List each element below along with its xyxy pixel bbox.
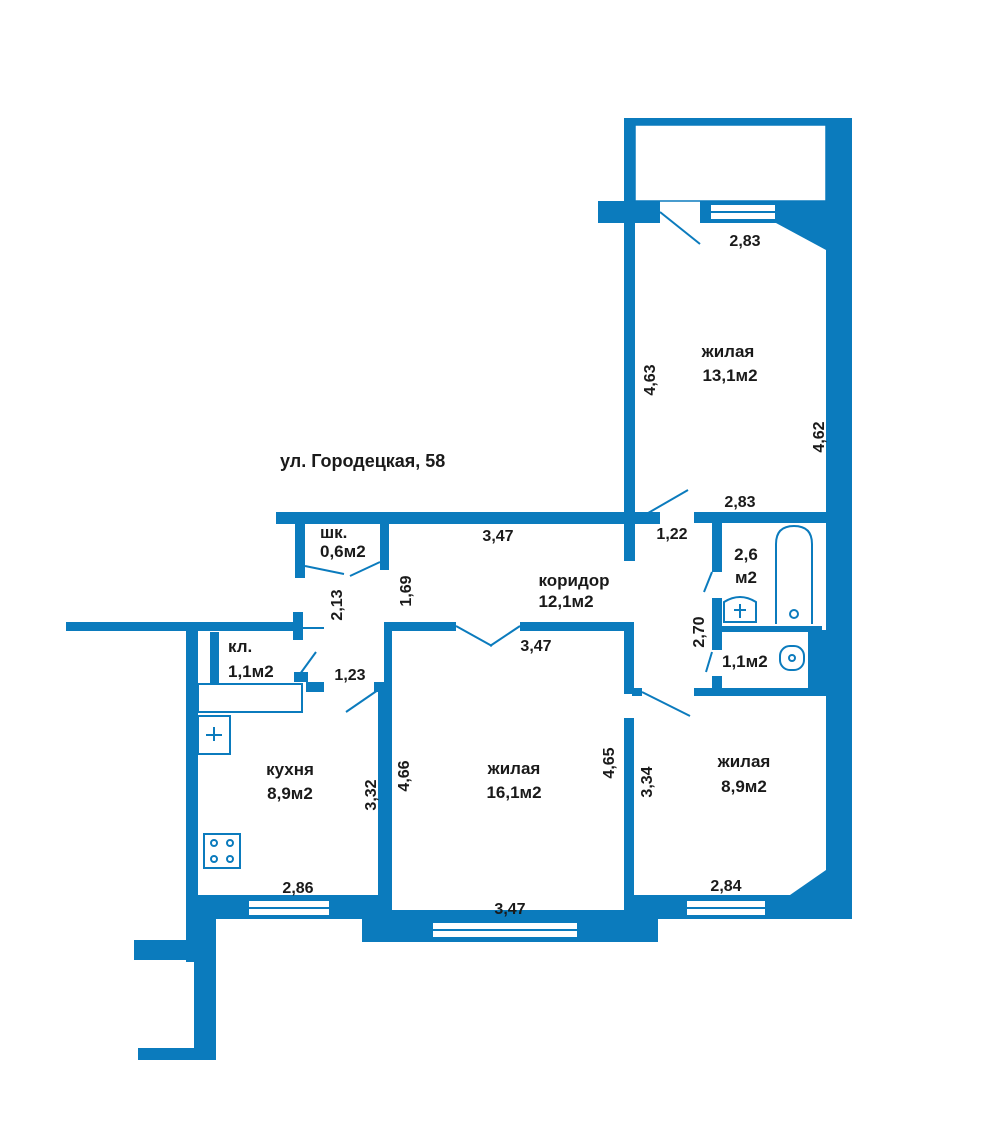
room-name-living-right: жилая: [717, 752, 771, 771]
wall-bath-top: [694, 512, 826, 523]
room-name-kitchen: кухня: [266, 760, 314, 779]
door-balcony: [659, 211, 701, 245]
door-top-room: [635, 489, 689, 521]
door-toilet: [705, 651, 713, 673]
wall-exterior-left: [186, 622, 198, 962]
wall-toilet-right: [808, 630, 826, 692]
wall-center-top-left: [384, 622, 456, 631]
wall-center-right: [624, 622, 634, 694]
balcony-outline: [634, 124, 827, 202]
wall-pantry-door-jamb: [294, 672, 308, 682]
dim-top-room-width-top: 2,83: [729, 233, 760, 250]
room-name-pantry: кл.: [228, 637, 252, 656]
dim-corridor-width: 3,47: [482, 528, 513, 545]
windows: [247, 124, 827, 939]
wall-corner-top: [776, 223, 852, 250]
dim-top-room-left-length: 4,63: [642, 364, 659, 395]
bathtub-icon: [775, 524, 813, 624]
wall-toilet-left-lower: [712, 676, 722, 692]
dim-kitchen-door: 1,23: [334, 667, 365, 684]
wall-top-room-top: [624, 118, 852, 125]
sink-icon: [197, 715, 231, 755]
dim-kitchen-width: 2,86: [282, 880, 313, 897]
wall-kitchen-right: [378, 682, 388, 898]
room-area-corridor: 12,1м2: [538, 592, 593, 611]
wall-bath-divider: [712, 626, 822, 632]
room-area-living-center: 16,1м2: [486, 783, 541, 802]
wall-exterior-top-left: [66, 622, 302, 631]
wall-corridor-top: [276, 512, 660, 524]
wall-bath-left-lower: [712, 598, 722, 628]
wall-balcony-left: [598, 201, 660, 223]
wall-wardrobe-left: [295, 512, 305, 578]
dim-kitchen-wall: 3,32: [363, 779, 380, 810]
room-area-pantry: 1,1м2: [228, 662, 274, 681]
room-area-bathroom-unit: м2: [735, 568, 757, 587]
wall-top-room-left: [624, 118, 635, 561]
dim-right-room-wall: 3,34: [639, 766, 656, 797]
wall-center-right-lower: [624, 718, 634, 918]
room-name-living-top: жилая: [701, 342, 755, 361]
dim-hall-wall: 2,13: [329, 589, 346, 620]
room-area-kitchen: 8,9м2: [267, 784, 313, 803]
door-bath: [703, 571, 713, 593]
room-area-wardrobe: 0,6м2: [320, 542, 366, 561]
wall-toilet-left: [712, 628, 722, 650]
wall-exterior-right: [826, 118, 852, 918]
dim-wardrobe-wall: 1,69: [398, 575, 415, 606]
door-pantry: [299, 651, 317, 675]
dim-center-left-wall: 4,66: [396, 760, 413, 791]
walls: [66, 118, 852, 1060]
door-kitchen: [345, 689, 379, 713]
washbasin-icon: [723, 596, 757, 623]
room-name-wardrobe: шк.: [320, 523, 347, 542]
wall-center-top-right: [520, 622, 632, 631]
dim-bath-wall: 2,70: [691, 616, 708, 647]
address-label: ул. Городецкая, 58: [280, 451, 445, 471]
room-area-bathroom-value: 2,6: [734, 545, 758, 564]
wall-pantry-corner: [306, 682, 324, 692]
wall-right-room-door-jamb: [632, 688, 642, 696]
dim-center-room-width-bottom: 3,47: [494, 901, 525, 918]
door-center-right: [489, 625, 521, 647]
door-center-left: [455, 625, 493, 647]
door-wardrobe-right: [349, 561, 381, 577]
dim-center-right-wall: 4,65: [601, 747, 618, 778]
stove-icon: [203, 833, 241, 869]
doors: [299, 211, 713, 717]
wall-extension-bottom: [138, 1048, 216, 1060]
room-name-corridor: коридор: [538, 571, 609, 590]
dim-corridor-stub: 1,22: [656, 526, 687, 543]
wall-bath-left: [712, 512, 722, 572]
dim-center-room-width-top: 3,47: [520, 638, 551, 655]
wall-toilet-bottom: [694, 688, 826, 696]
room-area-living-top: 13,1м2: [702, 366, 757, 385]
dim-right-room-width: 2,84: [710, 878, 741, 895]
wall-pantry-bottom: [197, 683, 303, 713]
wall-wardrobe-right: [380, 520, 389, 570]
room-name-living-center: жилая: [487, 759, 541, 778]
room-area-living-right: 8,9м2: [721, 777, 767, 796]
toilet-icon: [779, 645, 805, 671]
wall-center-left: [384, 622, 392, 920]
door-wardrobe-left: [304, 565, 345, 575]
wall-extension-stub: [134, 940, 194, 960]
wall-corner-bottom: [790, 870, 852, 895]
room-area-toilet: 1,1м2: [722, 652, 768, 671]
dim-top-room-width-bottom: 2,83: [724, 494, 755, 511]
wall-extension-outer: [194, 895, 216, 1060]
wall-pantry-left: [210, 632, 219, 684]
door-right-room: [641, 691, 691, 717]
dim-top-room-right-length: 4,62: [811, 421, 828, 452]
